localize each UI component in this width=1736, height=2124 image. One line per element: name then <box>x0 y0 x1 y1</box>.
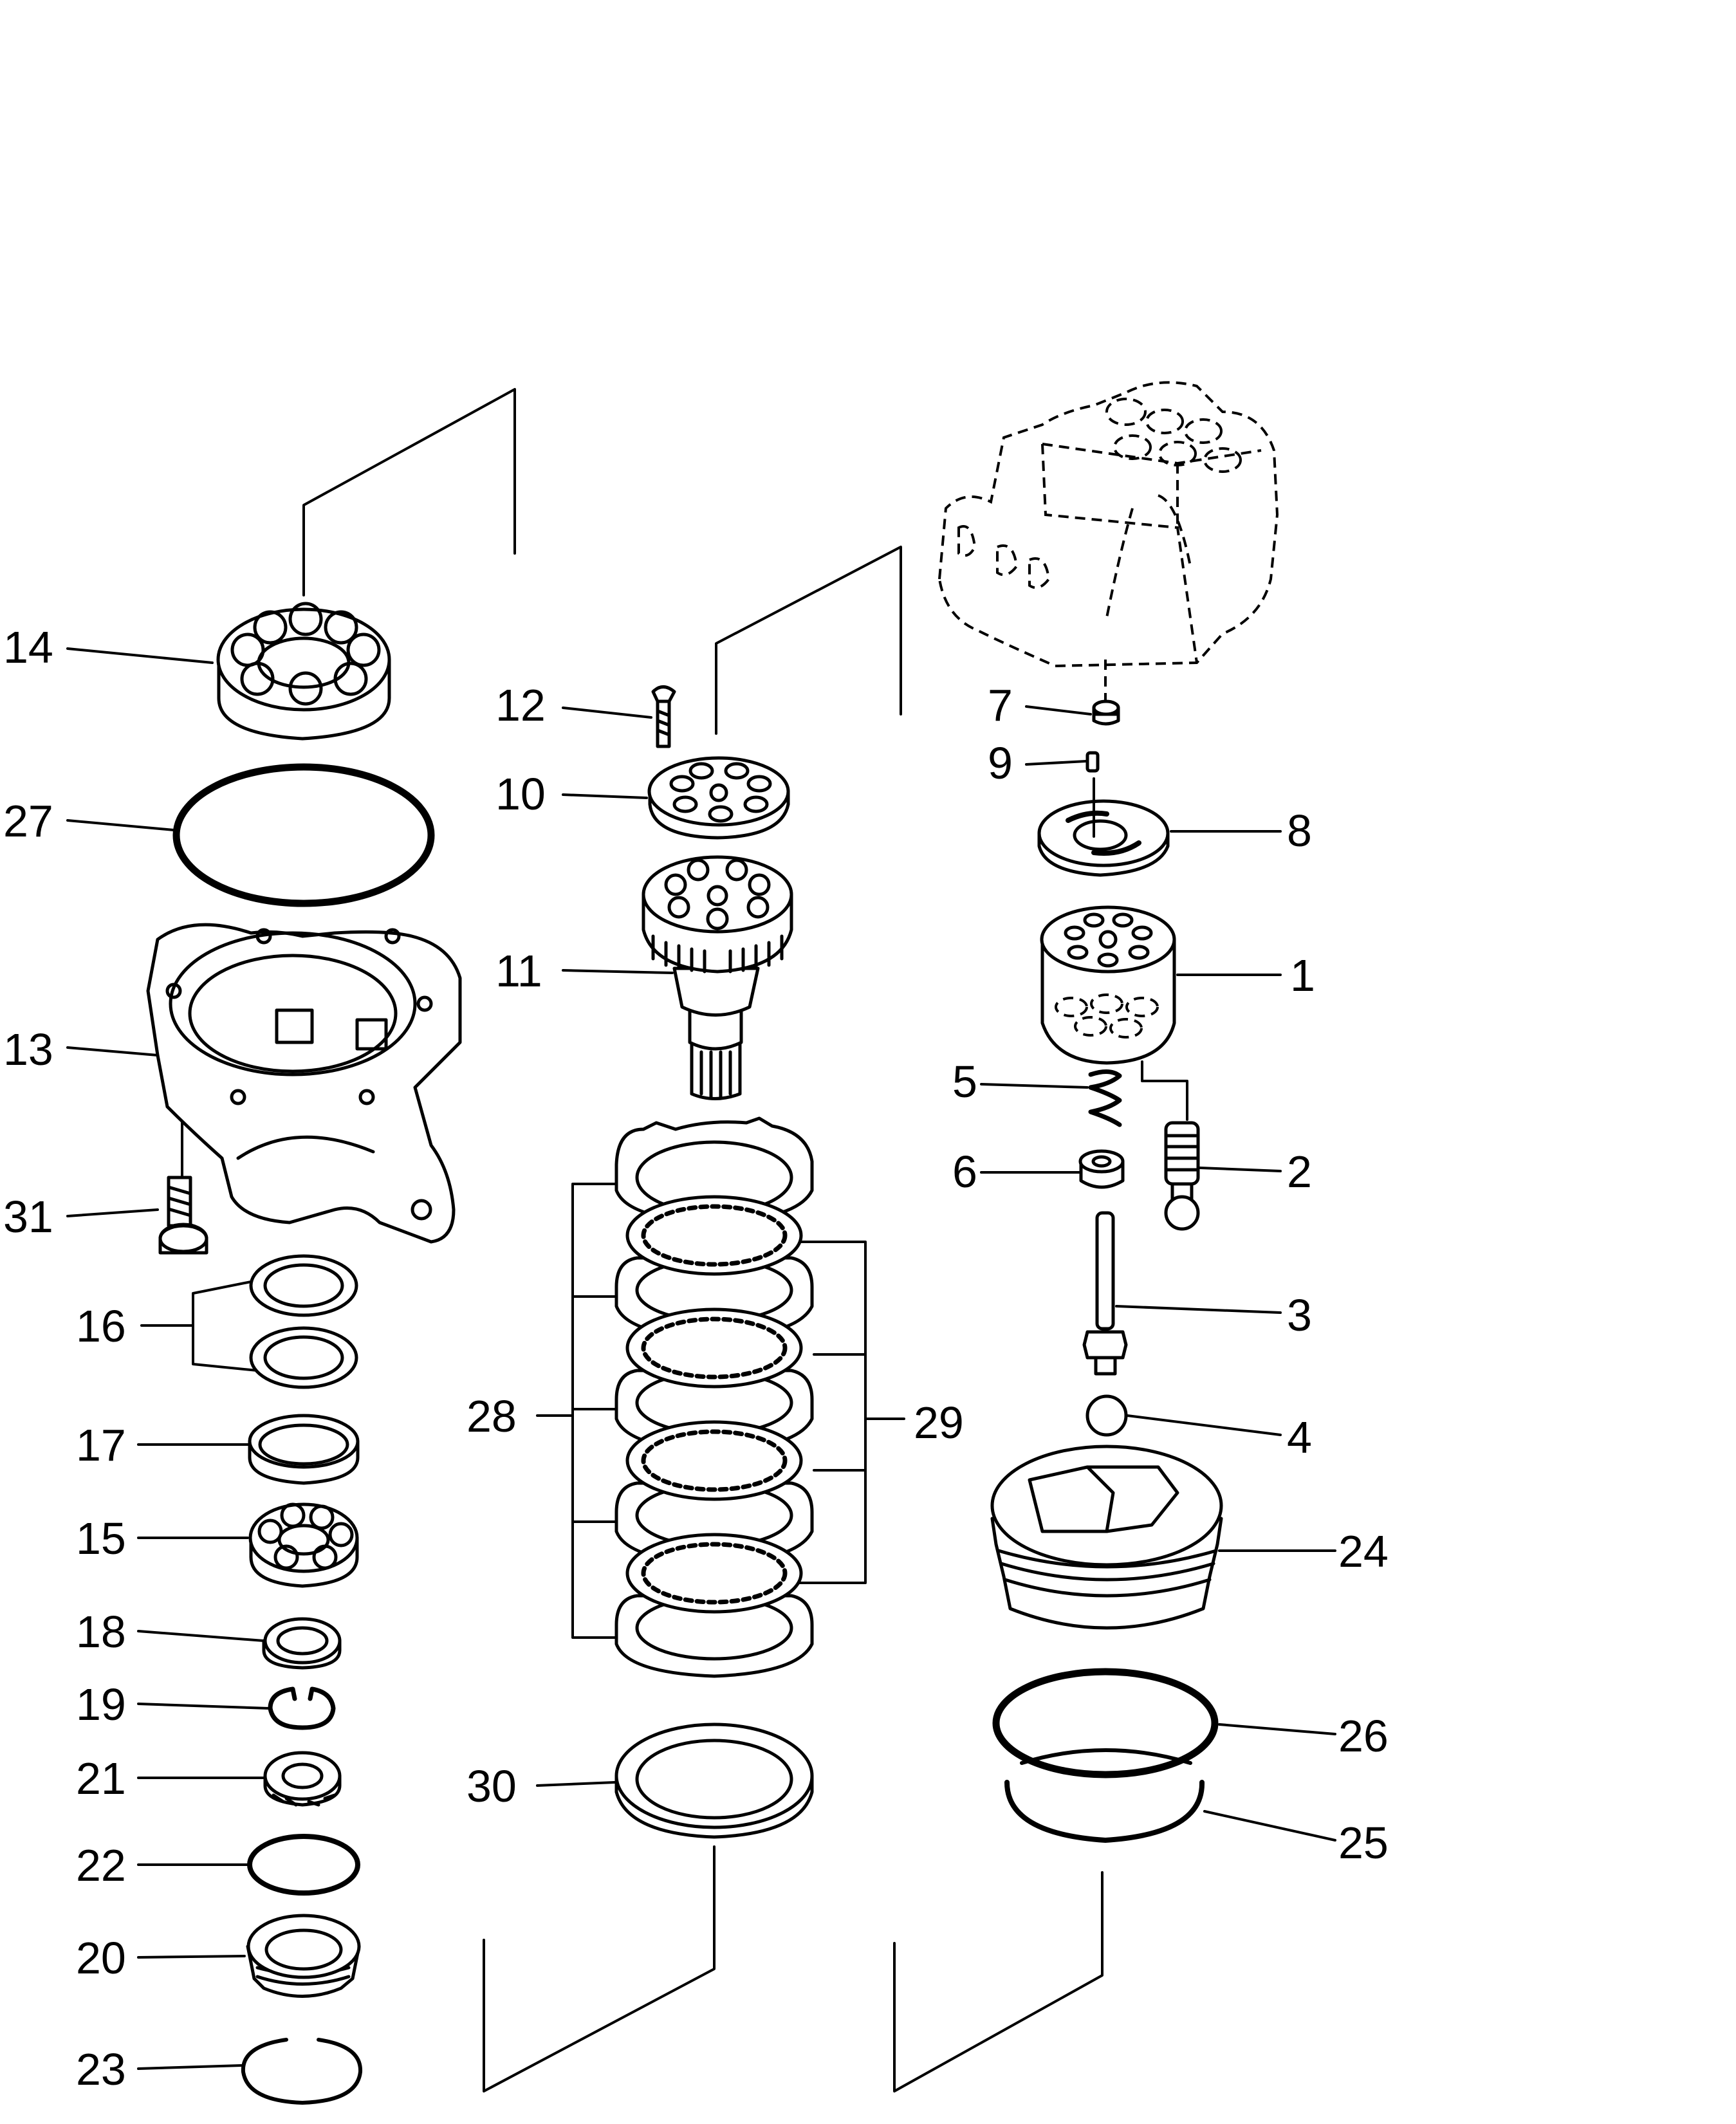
motor-casing <box>937 381 1279 668</box>
label-7: 7 <box>988 680 1013 730</box>
label-9: 9 <box>988 738 1013 788</box>
label-10: 10 <box>495 769 546 819</box>
part-18-washer <box>262 1617 342 1670</box>
label-11: 11 <box>495 946 542 996</box>
part-15-bearing <box>248 1502 359 1588</box>
part-17-spacer <box>248 1414 360 1485</box>
part-2-piston <box>1164 1121 1200 1231</box>
part-26-o-ring <box>992 1668 1219 1778</box>
label-16: 16 <box>76 1301 126 1351</box>
label-4: 4 <box>1287 1412 1312 1463</box>
label-21: 21 <box>76 1753 126 1804</box>
part-25-backup-ring <box>1004 1780 1205 1843</box>
assembly-lines <box>181 388 1188 2092</box>
label-25: 25 <box>1338 1818 1389 1868</box>
part-11-shaft <box>642 855 793 1100</box>
leader-lines <box>66 647 1336 2070</box>
part-19-snap-ring <box>268 1686 336 1730</box>
part-12-screw <box>651 685 676 748</box>
label-19: 19 <box>76 1679 126 1730</box>
label-1: 1 <box>1290 950 1315 1001</box>
label-15: 15 <box>76 1513 126 1564</box>
part-22-o-ring <box>247 1834 360 1896</box>
label-30: 30 <box>466 1761 517 1811</box>
label-26: 26 <box>1338 1711 1389 1761</box>
part-10-valve-plate <box>647 756 790 840</box>
label-28: 28 <box>466 1391 517 1441</box>
part-16-shims <box>249 1254 358 1389</box>
part-7-plug <box>1092 699 1120 726</box>
label-29: 29 <box>914 1398 964 1448</box>
label-17: 17 <box>76 1420 126 1470</box>
part-3-rod <box>1082 1211 1128 1376</box>
part-4-ball <box>1085 1394 1128 1437</box>
part-20-retainer <box>246 1914 361 1998</box>
label-20: 20 <box>76 1933 126 1983</box>
part-31-bolt <box>158 1176 208 1255</box>
label-31: 31 <box>3 1192 53 1242</box>
part-21-roller-bearing <box>263 1751 342 1807</box>
part-30-plate <box>614 1722 814 1839</box>
part-24-cover <box>990 1445 1223 1630</box>
label-3: 3 <box>1287 1290 1312 1340</box>
part-1-cylinder-block <box>1040 905 1176 1065</box>
label-5: 5 <box>952 1057 977 1107</box>
part-13-housing <box>146 923 462 1244</box>
part-8-valve-plate <box>1037 777 1170 877</box>
label-14: 14 <box>3 622 53 672</box>
part-5-spring <box>1088 1069 1122 1127</box>
part-23-circlip <box>241 2038 363 2105</box>
part-27-o-ring <box>172 763 435 907</box>
label-27: 27 <box>3 796 53 846</box>
label-22: 22 <box>76 1840 126 1890</box>
label-2: 2 <box>1287 1147 1312 1197</box>
label-23: 23 <box>76 2044 126 2094</box>
part-labels: 14 27 13 31 16 17 15 18 19 21 22 20 23 1… <box>3 622 1389 2094</box>
label-6: 6 <box>952 1147 977 1197</box>
label-13: 13 <box>3 1024 53 1075</box>
label-24: 24 <box>1338 1526 1389 1576</box>
label-8: 8 <box>1287 806 1312 856</box>
part-6-seat <box>1078 1149 1125 1189</box>
part-14-ball-bearing <box>216 602 391 741</box>
part-28-29-disc-stack <box>614 1116 814 1678</box>
part-9-pin <box>1085 751 1100 773</box>
label-18: 18 <box>76 1607 126 1657</box>
label-12: 12 <box>495 680 546 730</box>
